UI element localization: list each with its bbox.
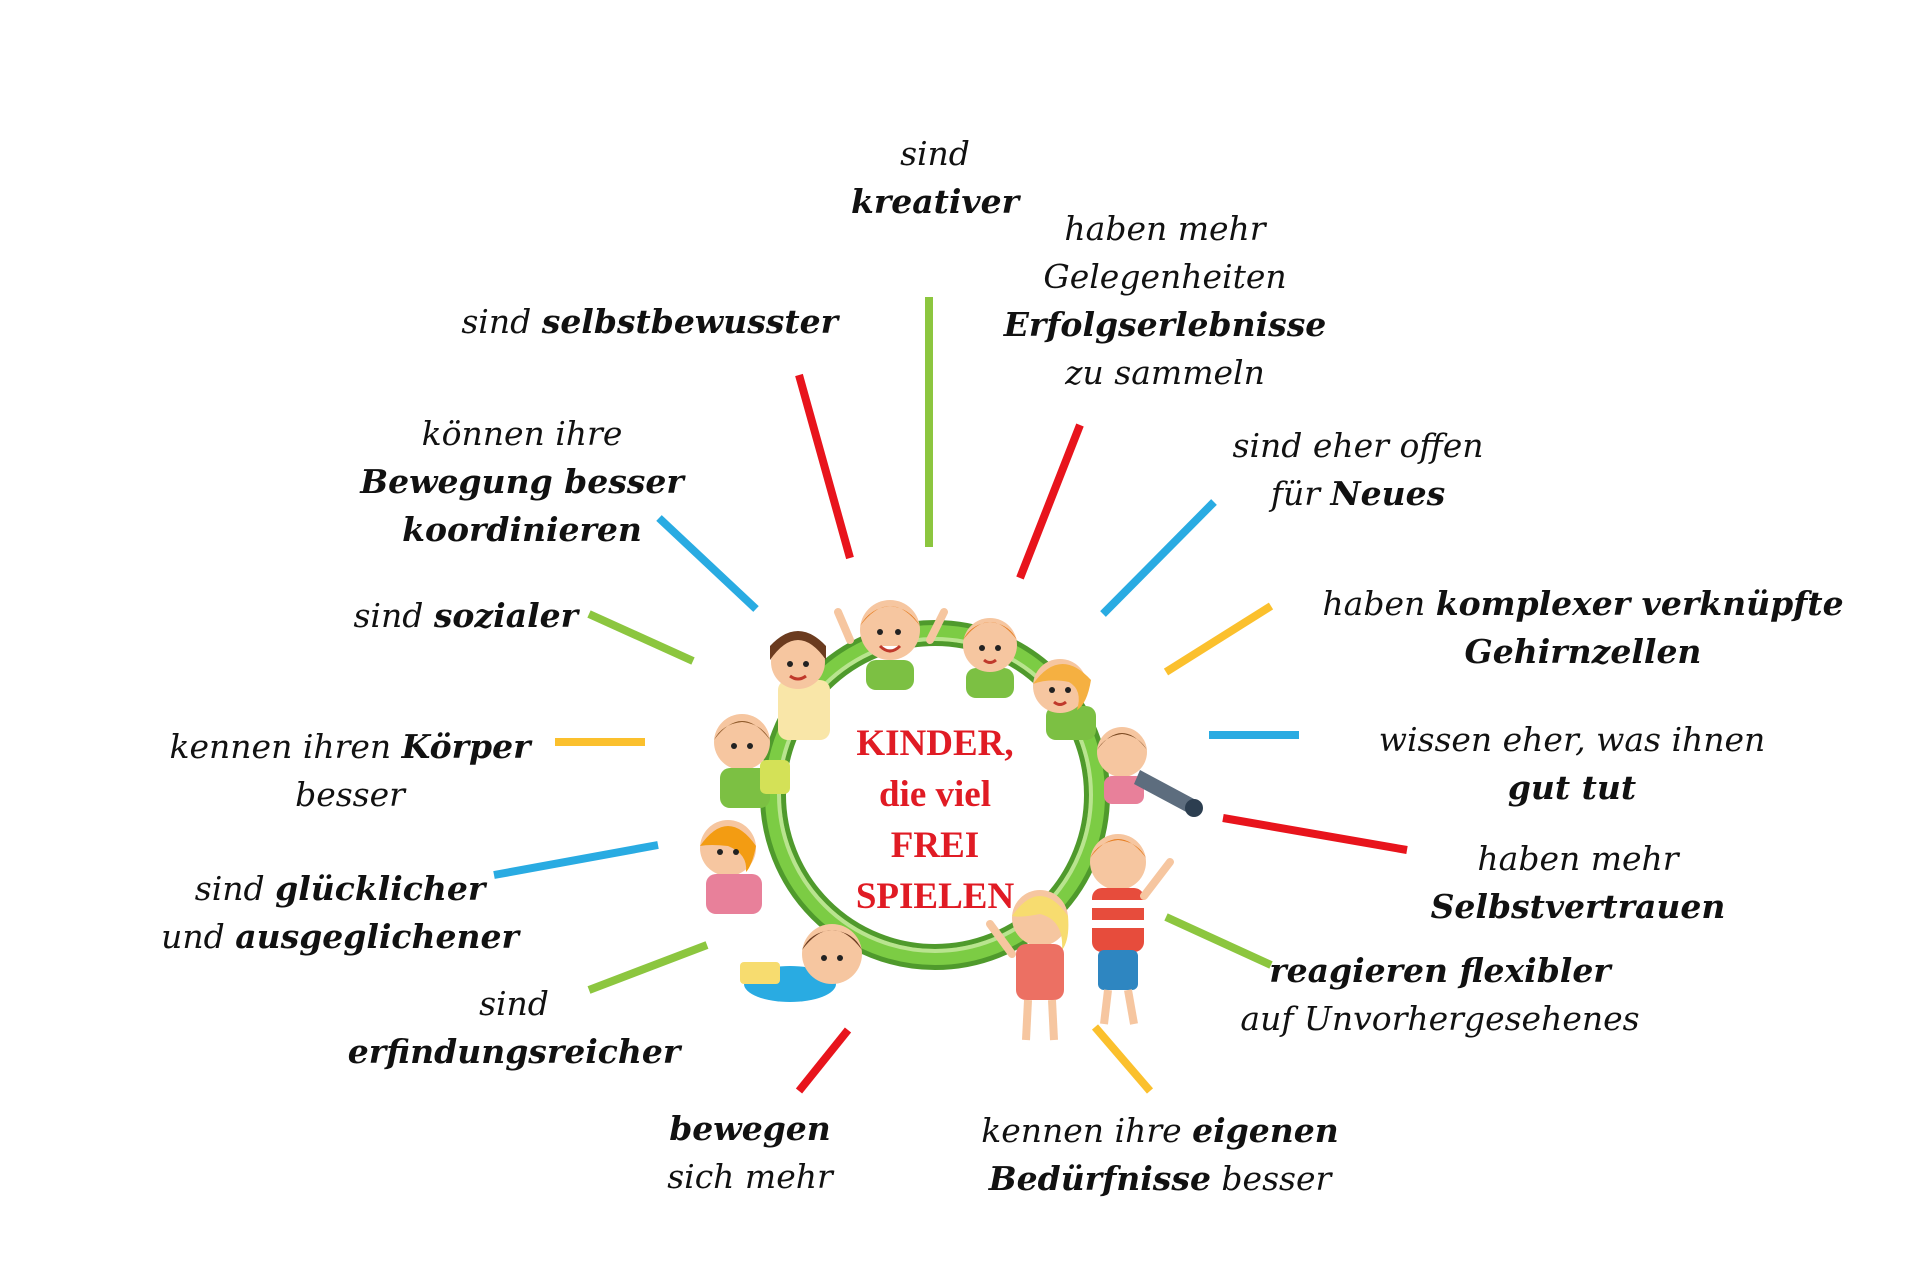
- connector-ray: [795, 1027, 852, 1094]
- child-figure: [1090, 834, 1174, 1025]
- label-selbstbewusster: sind selbstbewusster: [461, 302, 838, 341]
- label-koerper: kennen ihren Körper besser: [169, 727, 531, 814]
- child-figure: [834, 600, 948, 690]
- label-bewegung: können ihre Bewegung besser koordinieren: [360, 414, 684, 549]
- center-title: KINDER, die viel FREI SPIELEN: [820, 718, 1050, 922]
- label-erfolgserlebnisse: haben mehr Gelegenheiten Erfolgserlebnis…: [1003, 209, 1327, 392]
- label-gluecklicher: sind glücklicher und ausgeglichener: [161, 869, 519, 956]
- rays-group: [493, 297, 1408, 1094]
- child-figure: [1097, 727, 1203, 817]
- label-flexibler: reagieren flexibler auf Unvorhergesehene…: [1240, 951, 1640, 1038]
- label-sozialer: sind sozialer: [353, 596, 578, 635]
- center-title-line: KINDER,: [856, 723, 1014, 764]
- connector-ray: [587, 941, 709, 994]
- label-gehirnzellen: haben komplexer verknüpfte Gehirnzellen: [1322, 584, 1844, 671]
- center-title-line: die viel: [878, 774, 991, 815]
- child-figure: [986, 890, 1069, 1041]
- label-erfindungsreicher: sind erfindungsreicher: [347, 984, 681, 1071]
- child-figure: [1033, 659, 1096, 740]
- label-offen: sind eher offen für Neues: [1232, 426, 1484, 513]
- child-figure: [714, 714, 790, 808]
- connector-ray: [493, 841, 659, 879]
- connector-ray: [1222, 814, 1408, 854]
- connector-ray: [795, 373, 854, 560]
- connector-ray: [1091, 1024, 1154, 1094]
- children-illustration: [700, 600, 1203, 1041]
- label-gut-tut: wissen eher, was ihnen gut tut: [1378, 720, 1766, 807]
- center-title-line: FREI: [890, 825, 980, 866]
- label-bewegen: bewegen sich mehr: [667, 1109, 833, 1196]
- child-figure: [740, 924, 862, 1002]
- connector-ray: [1164, 913, 1273, 969]
- connector-ray: [656, 515, 759, 612]
- label-kreativer: sind kreativer: [851, 134, 1019, 221]
- center-title-line: SPIELEN: [855, 876, 1015, 917]
- label-beduerfnisse: kennen ihre eigenen Bedürfnisse besser: [981, 1111, 1339, 1198]
- connector-ray: [1016, 423, 1084, 580]
- child-figure: [963, 618, 1017, 698]
- connector-ray: [1163, 602, 1274, 676]
- child-figure: [770, 631, 830, 740]
- connector-ray: [587, 610, 695, 665]
- label-selbstvertrauen: haben mehr Selbstvertrauen: [1430, 839, 1726, 926]
- connector-ray: [1100, 499, 1217, 617]
- child-figure: [700, 820, 762, 914]
